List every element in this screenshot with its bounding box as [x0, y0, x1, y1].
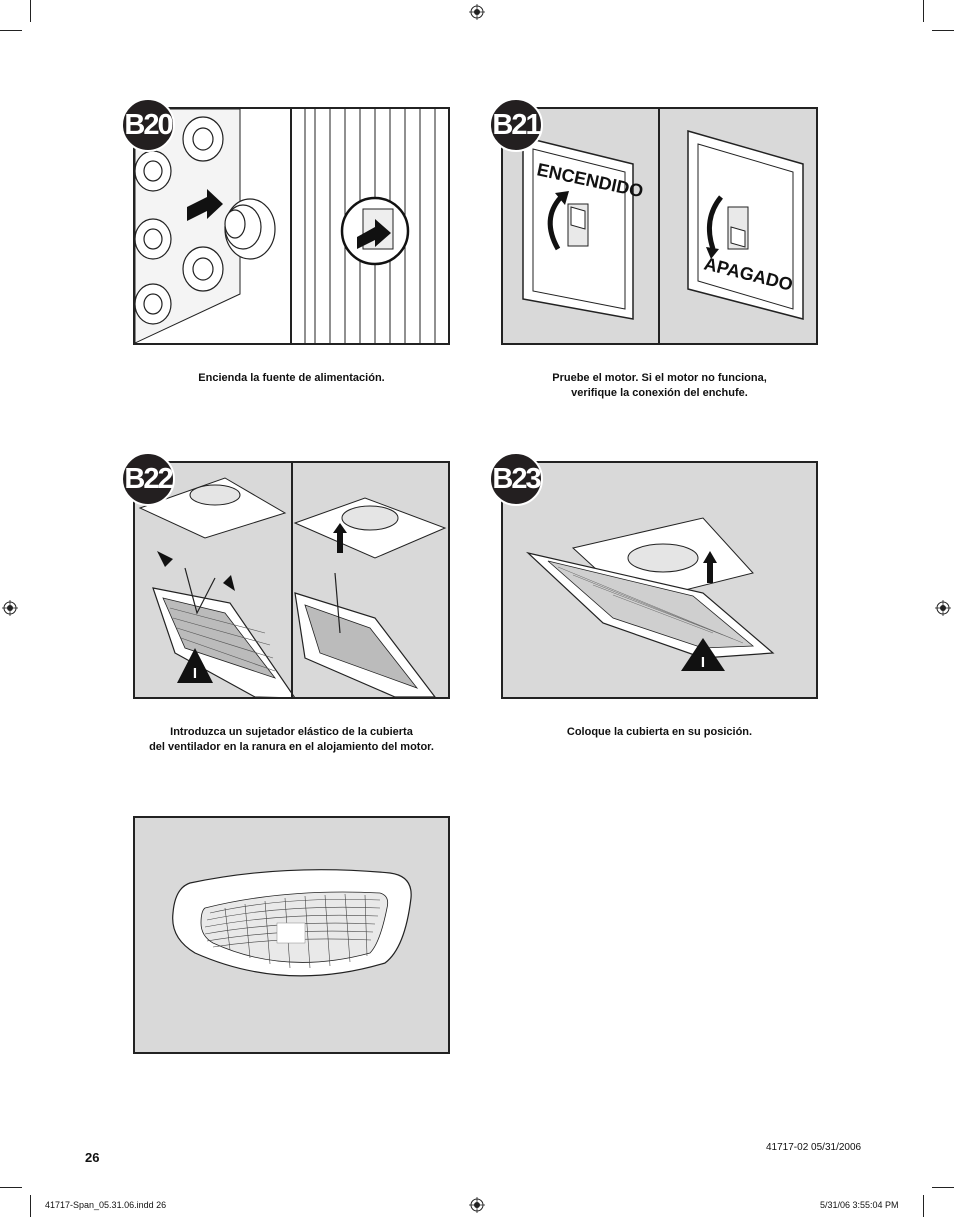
- outlet-plug-illustration: [135, 109, 448, 343]
- step-b22-illustration: I: [133, 461, 450, 699]
- caption-line: verifique la conexión del enchufe.: [571, 387, 748, 399]
- page-number: 26: [85, 1150, 100, 1165]
- caption-line: Pruebe el motor. Si el motor no funciona…: [552, 372, 767, 384]
- crop-mark: [932, 1187, 954, 1188]
- step-badge-b20: B20: [121, 98, 175, 152]
- step-b23-marker: I: [701, 654, 705, 671]
- step-b21-caption: Pruebe el motor. Si el motor no funciona…: [501, 371, 818, 401]
- crop-mark: [30, 1195, 31, 1217]
- installed-grille-illustration: [172, 869, 412, 977]
- crop-mark: [923, 1195, 924, 1217]
- registration-mark-icon: [469, 1197, 485, 1213]
- step-b23-caption: Coloque la cubierta en su posición.: [501, 725, 818, 740]
- step-b20-caption: Encienda la fuente de alimentación.: [133, 371, 450, 386]
- document-code: 41717-02 05/31/2006: [766, 1142, 862, 1153]
- step-b21-illustration: ENCENDIDO APAGADO: [501, 107, 818, 345]
- step-b20-illustration: [133, 107, 450, 345]
- crop-mark: [0, 30, 22, 31]
- crop-mark: [932, 30, 954, 31]
- caption-line: del ventilador en la ranura en el alojam…: [149, 741, 434, 753]
- slug-timestamp: 5/31/06 3:55:04 PM: [820, 1200, 899, 1210]
- caption-line: Introduzca un sujetador elástico de la c…: [170, 726, 413, 738]
- registration-mark-icon: [935, 600, 951, 616]
- wall-switch-illustration: ENCENDIDO APAGADO: [522, 109, 804, 343]
- step-badge-b21: B21: [489, 98, 543, 152]
- step-badge-b23: B23: [489, 452, 543, 506]
- crop-mark: [923, 0, 924, 22]
- step-badge-b22: B22: [121, 452, 175, 506]
- caption-line: Encienda la fuente de alimentación.: [198, 372, 385, 384]
- step-b22-marker: I: [193, 665, 197, 682]
- crop-mark: [30, 0, 31, 22]
- crop-mark: [0, 1187, 22, 1188]
- caption-line: Coloque la cubierta en su posición.: [566, 726, 753, 738]
- registration-mark-icon: [469, 4, 485, 20]
- registration-mark-icon: [2, 600, 18, 616]
- step-b22-caption: Introduzca un sujetador elástico de la c…: [120, 725, 463, 755]
- step-b23-illustration: I: [501, 461, 818, 699]
- final-grille-illustration: [133, 816, 450, 1054]
- grille-placement-illustration: I: [525, 517, 775, 671]
- slug-file: 41717-Span_05.31.06.indd 26: [45, 1200, 167, 1210]
- grille-spring-illustration: I: [138, 463, 447, 697]
